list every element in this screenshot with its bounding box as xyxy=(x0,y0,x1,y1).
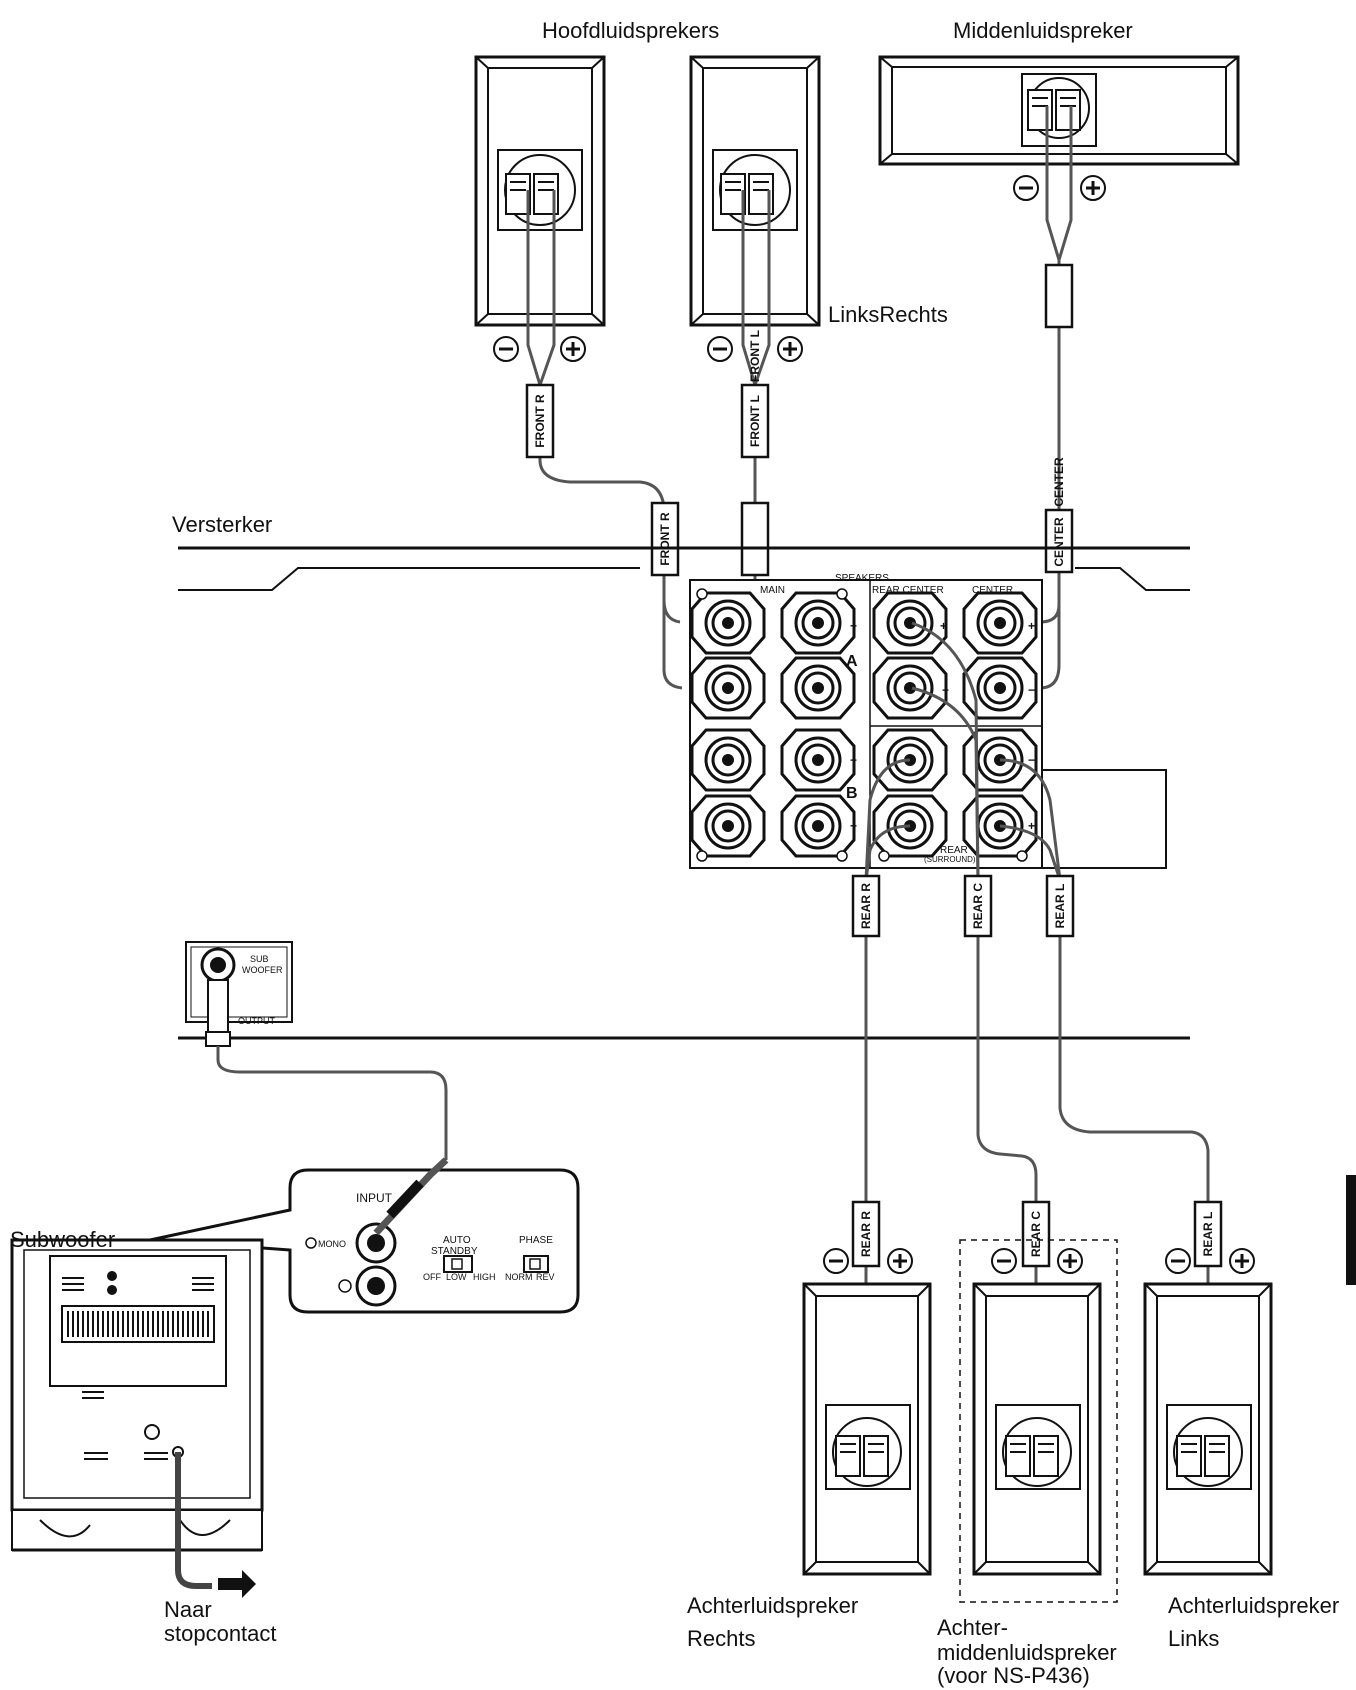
tag-rear-r-speaker xyxy=(851,1200,881,1268)
plus-1: + xyxy=(850,619,857,633)
subwoofer-label: Subwoofer xyxy=(10,1227,116,1252)
sub-woofer-line1: SUB xyxy=(250,954,269,964)
plus-2: + xyxy=(940,619,947,633)
tag-rear-r-amp-text: REAR R xyxy=(859,883,873,929)
high-label: HIGH xyxy=(473,1272,496,1282)
sub-woofer-line2: WOOFER xyxy=(242,965,283,975)
rear-center-label: REAR CENTER xyxy=(872,585,944,596)
tag-front-l-amp xyxy=(740,501,770,577)
rear-center-label-line1: Achter- xyxy=(937,1615,1008,1640)
cable-tags-top xyxy=(525,263,1074,577)
tag-front-r-amp xyxy=(650,501,680,577)
cable-tags-rear xyxy=(851,874,1223,1268)
subwoofer-box xyxy=(10,1238,264,1598)
amplifier-outline xyxy=(178,546,1190,1040)
minus-2: − xyxy=(1028,683,1035,697)
row-b-label: B xyxy=(846,785,858,802)
tag-center-amp xyxy=(1044,508,1074,574)
rear-surround-line2: (SURROUND) xyxy=(924,855,976,864)
tag-rear-c-speaker-text: REAR C xyxy=(1029,1211,1043,1257)
plus-4: + xyxy=(850,819,857,833)
rev-label: REV xyxy=(536,1272,555,1282)
rear-right-label-line2: Rechts xyxy=(687,1626,756,1651)
tag-rear-l-amp xyxy=(1045,874,1075,938)
speaker-terminal-panel xyxy=(689,579,1167,869)
page-edge-marker xyxy=(1346,1175,1356,1285)
low-label: LOW xyxy=(446,1272,467,1282)
plus-5: + xyxy=(1028,819,1035,833)
plus-3: + xyxy=(1028,619,1035,633)
tag-rear-l-amp-text: REAR L xyxy=(1053,884,1067,929)
rear-surround-line1: REAR xyxy=(940,845,968,856)
polarity-marks-rear xyxy=(823,1248,1255,1274)
tag-center-speaker xyxy=(1044,263,1074,329)
tag-front-l-extra-text: FRONT L xyxy=(748,330,762,382)
subwoofer-panel-callout xyxy=(149,1157,580,1314)
minus-4: − xyxy=(1028,753,1035,767)
center-speaker-label: Middenluidspreker xyxy=(953,18,1133,43)
tag-front-r-speaker-text: FRONT R xyxy=(533,394,547,448)
tag-center-amp-text: CENTER xyxy=(1052,517,1066,567)
speakers-label: SPEAKERS xyxy=(835,573,889,584)
tag-rear-c-amp xyxy=(963,874,993,938)
off-label: OFF xyxy=(423,1272,441,1282)
front-speaker-right xyxy=(474,55,606,327)
rear-center-label-line2: middenluidspreker xyxy=(937,1640,1117,1665)
center-label: CENTER xyxy=(972,585,1013,596)
subwoofer-output-jack xyxy=(185,941,293,1047)
tag-rear-r-amp xyxy=(851,874,881,938)
front-speakers-label: Hoofdluidsprekers xyxy=(542,18,720,43)
rear-left-label-line1: Achterluidspreker xyxy=(1168,1593,1340,1618)
center-speaker xyxy=(878,55,1240,166)
tag-rear-c-amp-text: REAR C xyxy=(971,883,985,929)
tag-front-l-speaker xyxy=(740,383,770,459)
input-label: INPUT xyxy=(356,1191,393,1205)
rear-center-label-line3: (voor NS-P436) xyxy=(937,1663,1090,1688)
phase-label: PHASE xyxy=(519,1235,553,1246)
tag-rear-l-speaker-text: REAR L xyxy=(1201,1212,1215,1257)
output-label: OUTPUT xyxy=(238,1016,276,1026)
norm-label: NORM xyxy=(505,1272,533,1282)
subwoofer-cable xyxy=(216,1046,448,1160)
polarity-marks-top xyxy=(493,175,1106,362)
auto-standby-line2: STANDBY xyxy=(431,1246,478,1257)
rear-right-label-line1: Achterluidspreker xyxy=(687,1593,859,1618)
rear-speaker-right xyxy=(802,1282,932,1576)
main-label: MAIN xyxy=(760,585,785,596)
tag-rear-l-speaker xyxy=(1193,1200,1223,1268)
rear-speaker-left xyxy=(1143,1282,1273,1576)
tag-front-r-amp-text: FRONT R xyxy=(658,512,672,566)
tag-front-r-speaker xyxy=(525,383,555,459)
front-speaker-left xyxy=(689,55,821,327)
rear-speaker-center xyxy=(959,1239,1118,1603)
left-right-label: LinksRechts xyxy=(828,302,948,327)
tag-rear-c-speaker xyxy=(1021,1200,1051,1268)
rear-left-label-line2: Links xyxy=(1168,1626,1220,1651)
tag-rear-r-speaker-text: REAR R xyxy=(859,1211,873,1257)
outlet-label-line2: stopcontact xyxy=(164,1621,277,1646)
minus-3: − xyxy=(850,753,857,767)
mono-label: MONO xyxy=(318,1239,346,1249)
amplifier-label: Versterker xyxy=(172,512,273,537)
tag-center-amp-extra-text: CENTER xyxy=(1052,457,1066,507)
tag-front-l-speaker-text: FRONT L xyxy=(748,395,762,447)
minus-1: − xyxy=(942,683,949,697)
auto-standby-line1: AUTO xyxy=(443,1235,471,1246)
outlet-label-line1: Naar xyxy=(164,1597,212,1622)
row-a-label: A xyxy=(846,653,858,670)
